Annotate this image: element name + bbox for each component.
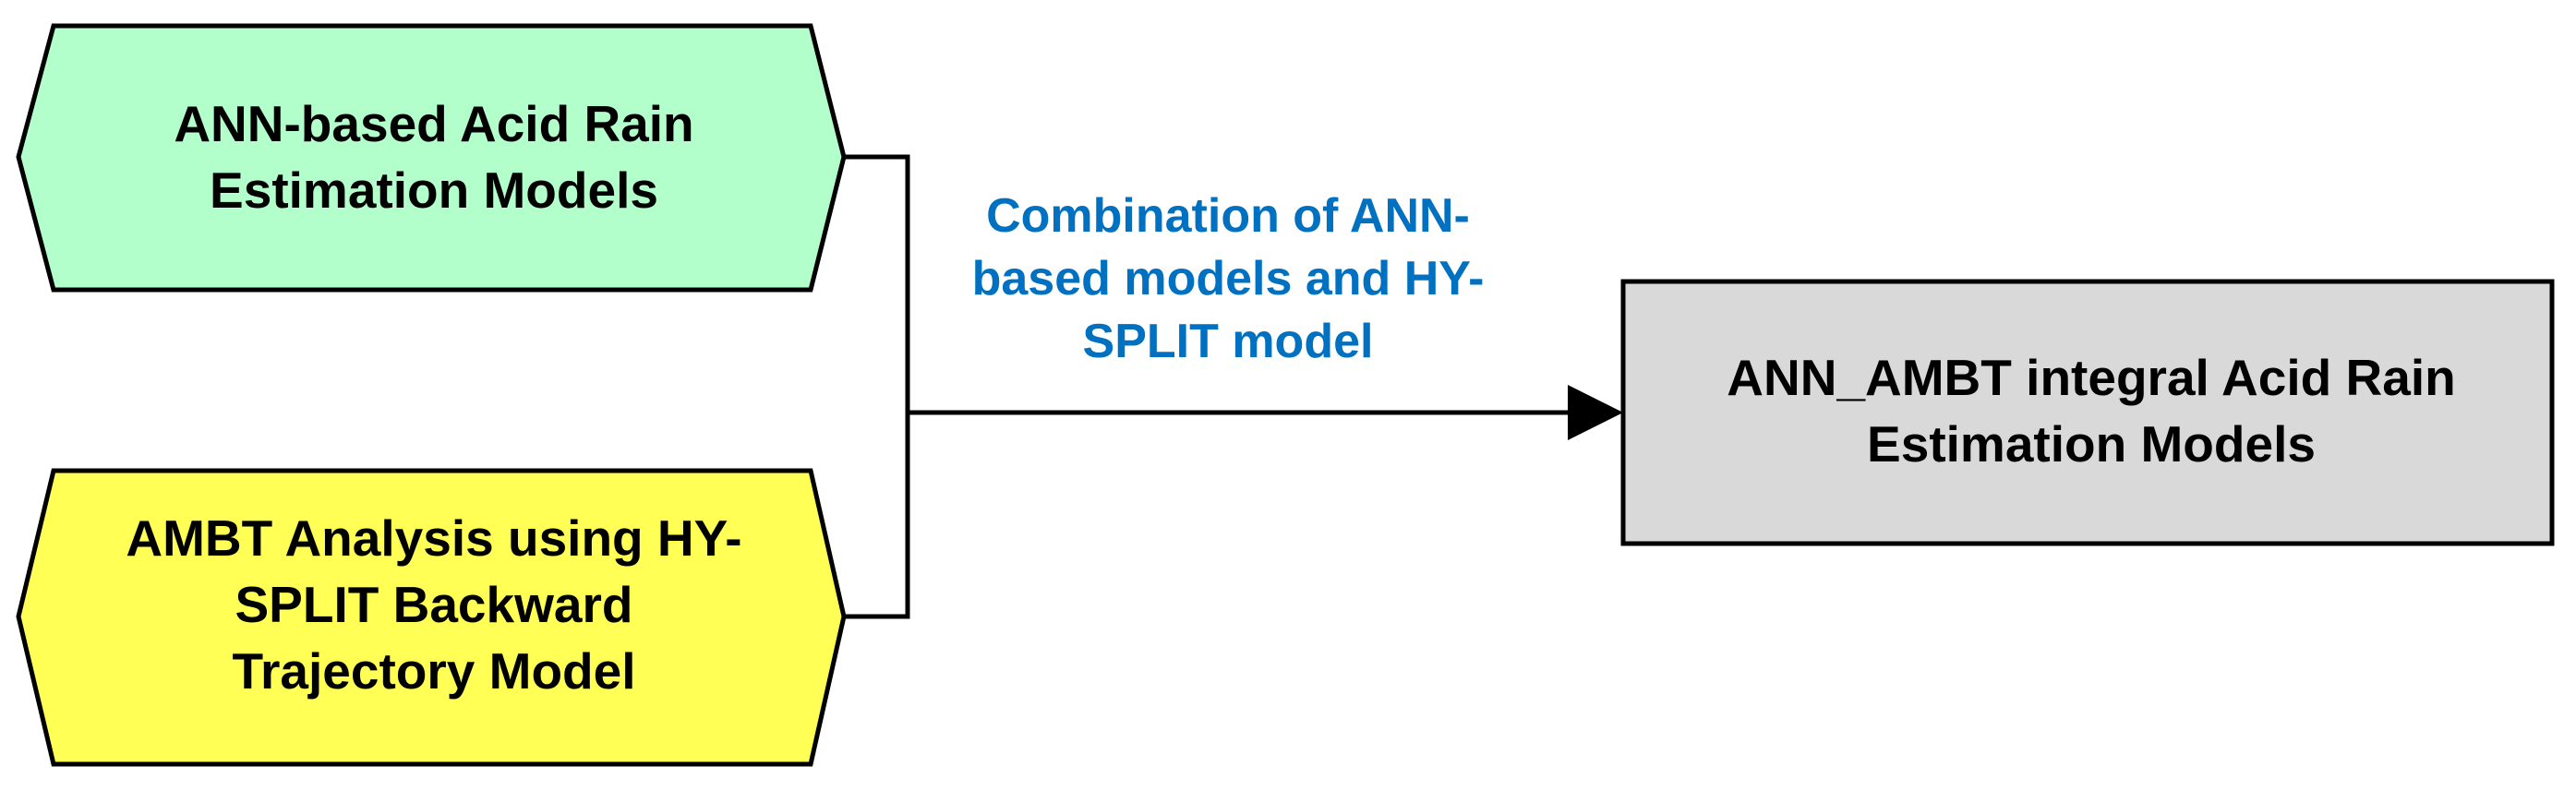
ambt-analysis-label-line-1: AMBT Analysis using HY-	[126, 509, 742, 567]
combination-edge-label: Combination of ANN- based models and HY-…	[886, 185, 1570, 373]
edge-label-line-3: SPLIT model	[1082, 315, 1374, 368]
integral-models-label-line-1: ANN_AMBT integral Acid Rain	[1727, 349, 2456, 406]
ambt-analysis-label-line-3: Trajectory Model	[232, 642, 636, 700]
ann-models-label-line-1: ANN-based Acid Rain	[174, 95, 694, 152]
ann-models-label: ANN-based Acid Rain Estimation Models	[55, 46, 813, 268]
integral-models-label-line-2: Estimation Models	[1867, 415, 2316, 473]
ann-models-label-line-2: Estimation Models	[210, 162, 658, 219]
merge-bracket-connector	[844, 154, 910, 619]
combination-arrowhead	[1568, 385, 1623, 440]
integral-models-box	[1620, 279, 2555, 546]
ambt-analysis-label: AMBT Analysis using HY- SPLIT Backward T…	[55, 489, 813, 720]
edge-label-line-1: Combination of ANN-	[986, 189, 1470, 243]
edge-label-line-2: based models and HY-	[971, 252, 1485, 305]
ambt-analysis-label-line-2: SPLIT Backward	[235, 576, 633, 633]
integral-models-label: ANN_AMBT integral Acid Rain Estimation M…	[1630, 281, 2553, 540]
